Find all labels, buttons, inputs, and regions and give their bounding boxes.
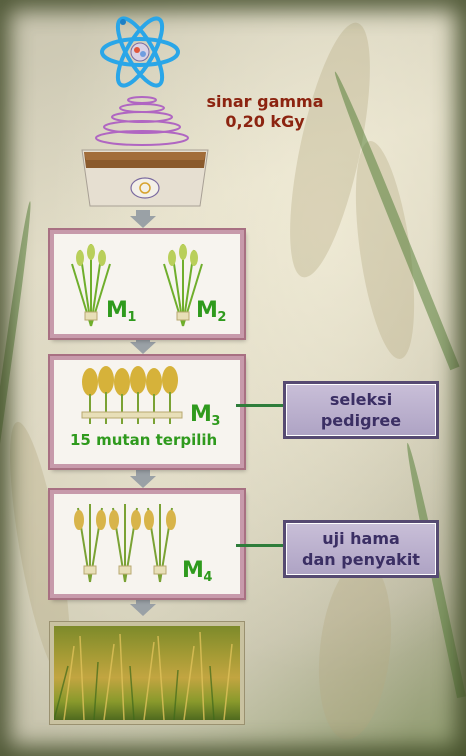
generation-letter: M: [190, 402, 211, 427]
generation-label-m4: M4: [182, 558, 212, 585]
generation-box-m4: M4: [50, 490, 244, 598]
rice-field-texture: [54, 626, 240, 720]
pest-disease-test-text: uji hama dan penyakit: [302, 528, 420, 570]
pest-disease-test-box: uji hama dan penyakit: [283, 520, 439, 578]
generation-number: 2: [217, 310, 226, 325]
rice-field-image: [50, 622, 244, 724]
generation-box-m1-m2: M1 M2: [50, 230, 244, 338]
radiation-wave-icon: [92, 92, 192, 148]
arrow-down-icon: [130, 598, 156, 616]
connector-line: [236, 404, 283, 407]
generation-label-m2: M2: [196, 298, 226, 325]
pedigree-selection-text: seleksi pedigree: [321, 389, 401, 431]
rice-plant-icon: [80, 366, 190, 426]
radiation-dose: 0,20 kGy: [200, 112, 330, 132]
seed-tray-icon: [78, 146, 212, 210]
arrow-down-icon: [130, 210, 156, 228]
atom-icon: [95, 14, 185, 94]
selected-mutants-caption: 15 mutan terpilih: [70, 431, 217, 449]
rice-plant-icon: [70, 500, 180, 584]
generation-number: 1: [127, 310, 136, 325]
generation-label-m3: M3: [190, 402, 220, 429]
generation-label-m1: M1: [106, 298, 136, 325]
connector-line: [236, 544, 283, 547]
radiation-dose-label: sinar gamma 0,20 kGy: [200, 92, 330, 132]
radiation-type: sinar gamma: [200, 92, 330, 112]
generation-letter: M: [182, 558, 203, 583]
generation-letter: M: [196, 298, 217, 323]
generation-number: 3: [211, 414, 220, 429]
arrow-down-icon: [130, 470, 156, 488]
pedigree-selection-box: seleksi pedigree: [283, 381, 439, 439]
generation-number: 4: [203, 570, 212, 585]
generation-letter: M: [106, 298, 127, 323]
arrow-down-icon: [130, 336, 156, 354]
generation-box-m3: M3: [50, 356, 244, 468]
